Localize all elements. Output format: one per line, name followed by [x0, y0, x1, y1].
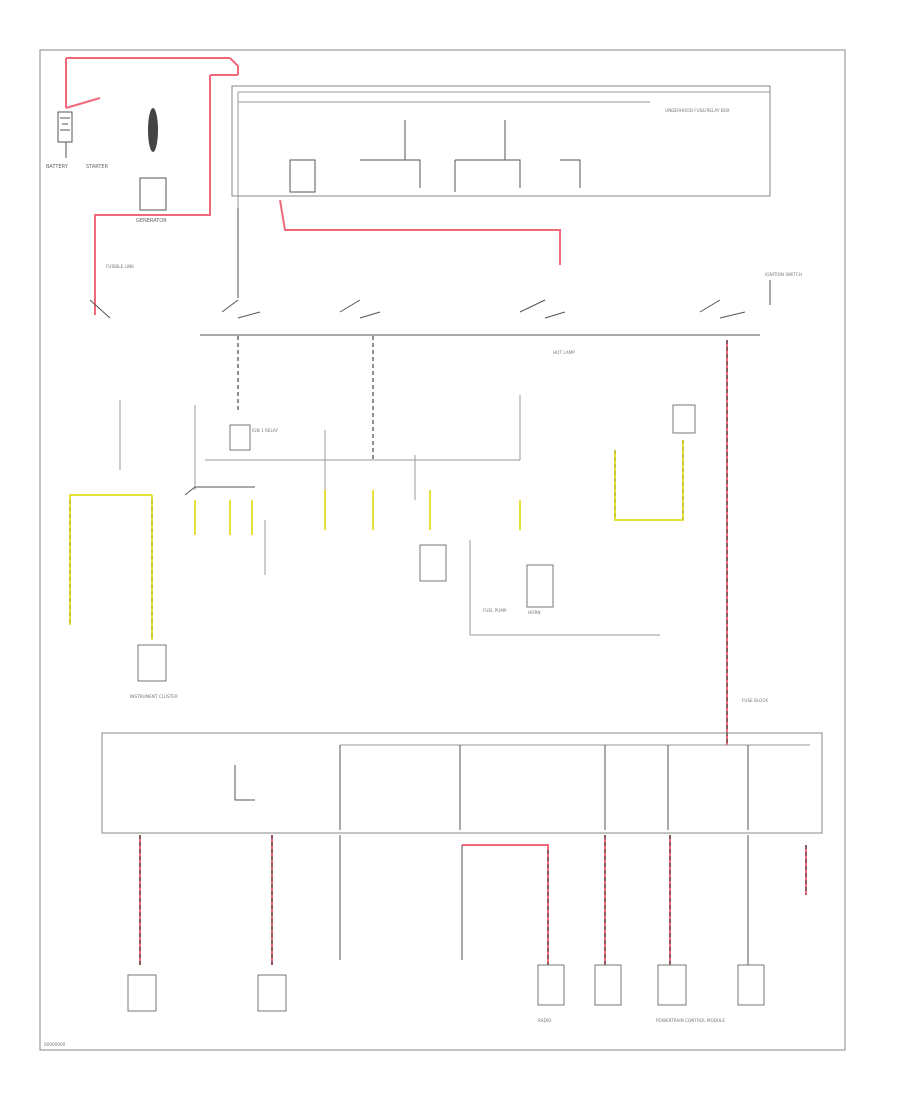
page-frame	[39, 49, 846, 1051]
ignition-switch-row: HOT LAMP IGNITION SWITCH	[200, 272, 802, 355]
yellow-wires	[69, 440, 684, 640]
generator-icon	[139, 177, 167, 211]
starter-solenoid-icon	[148, 108, 158, 152]
pcm-label: POWERTRAIN CONTROL MODULE	[656, 1018, 725, 1023]
mid-section: IGN 1 RELAY FUEL PUMP HORN	[119, 395, 696, 636]
footer-code: 00000000	[44, 1042, 66, 1047]
fusible-link-label: FUSIBLE LINK	[106, 264, 134, 269]
fuel-pump-label: FUEL PUMP	[483, 608, 507, 613]
ign1-relay-label: IGN 1 RELAY	[252, 428, 278, 433]
fuse-block: FUSE BLOCK	[101, 698, 823, 834]
cluster-label: INSTRUMENT CLUSTER	[130, 694, 178, 699]
battery-section: BATTERY GENERATOR STARTER FUSIBLE LINK	[46, 57, 239, 319]
fuse-block-label: FUSE BLOCK	[742, 698, 768, 703]
instrument-cluster-icon	[137, 644, 167, 682]
battery-icon	[57, 111, 73, 143]
hot-lamp-label: HOT LAMP	[553, 350, 575, 355]
bottom-loads: POWERTRAIN CONTROL MODULE RADIO	[127, 964, 765, 1023]
battery-label: BATTERY	[46, 164, 69, 170]
bottom-drops	[139, 835, 807, 965]
radio-label: RADIO	[538, 1018, 552, 1023]
starter-label: STARTER	[86, 164, 109, 170]
generator-label: GENERATOR	[136, 218, 167, 224]
horn-label: HORN	[528, 610, 541, 615]
underhood-fuse-box: UNDERHOOD FUSE/RELAY BOX	[231, 85, 771, 208]
underhood-box-label: UNDERHOOD FUSE/RELAY BOX	[665, 108, 730, 113]
ign-switch-label: IGNITION SWITCH	[765, 272, 802, 277]
